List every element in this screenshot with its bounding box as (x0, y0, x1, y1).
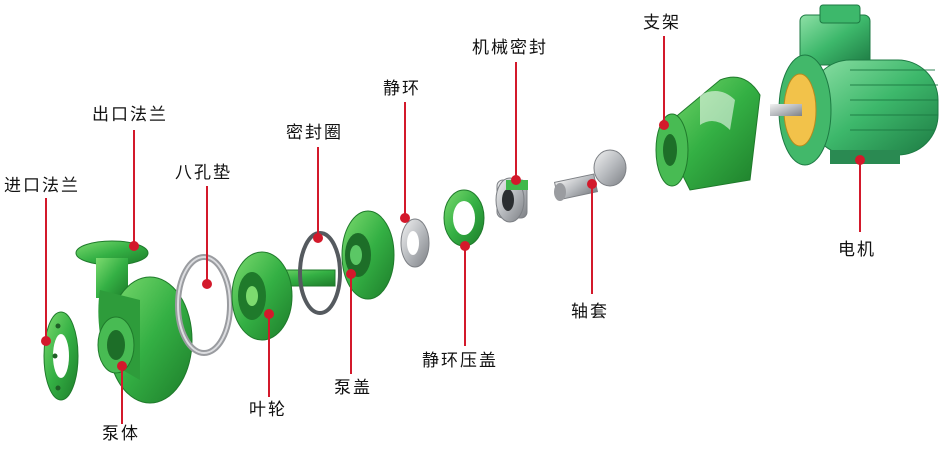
label-static-ring-gland: 静环压盖 (422, 351, 498, 371)
leader-lines (45, 36, 861, 424)
label-pump-body: 泵体 (102, 424, 140, 444)
static-ring-part (400, 218, 430, 268)
label-shaft-sleeve: 轴套 (571, 302, 609, 322)
motor-part (770, 4, 939, 166)
leader-dots (41, 120, 865, 371)
pump-body-part (75, 240, 193, 404)
static-ring-gland-part (443, 189, 485, 247)
inlet-flange-part (43, 311, 79, 401)
label-static-ring: 静环 (383, 79, 421, 99)
impeller-part (231, 251, 336, 341)
label-motor: 电机 (838, 240, 876, 260)
label-gasket: 八孔垫 (175, 163, 232, 183)
seal-ring-part (298, 231, 342, 315)
label-inlet-flange: 进口法兰 (4, 176, 80, 196)
label-impeller: 叶轮 (249, 400, 287, 420)
mechanical-seal-part (495, 177, 528, 223)
label-pump-cover: 泵盖 (334, 378, 372, 398)
label-bracket: 支架 (643, 13, 681, 33)
pump-cover-part (341, 210, 395, 300)
gasket-part (175, 254, 233, 356)
label-mechanical-seal: 机械密封 (472, 38, 548, 58)
label-seal-ring: 密封圈 (286, 123, 343, 143)
shaft-sleeve-part (553, 149, 627, 201)
bracket-part (655, 76, 761, 191)
label-outlet-flange: 出口法兰 (92, 105, 168, 125)
